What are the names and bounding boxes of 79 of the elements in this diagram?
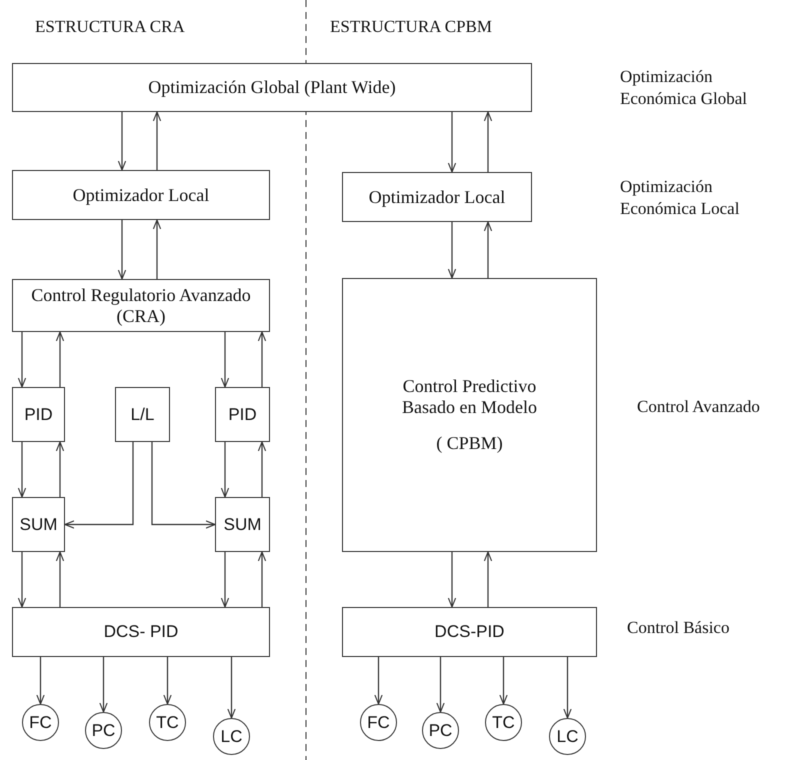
arrow bbox=[484, 551, 492, 607]
arrow bbox=[563, 657, 572, 719]
level-label: Optimización Económica Global bbox=[620, 66, 748, 110]
arrow bbox=[499, 657, 508, 705]
process-box bbox=[342, 278, 597, 552]
node-text: PC bbox=[92, 720, 116, 740]
arrow bbox=[258, 551, 266, 607]
node-text: Control Predictivo Basado en Modelo bbox=[401, 376, 538, 418]
node-text: DCS-PID bbox=[434, 622, 504, 642]
arrow bbox=[258, 441, 266, 497]
arrow bbox=[36, 657, 45, 705]
arrow bbox=[18, 442, 26, 498]
arrow bbox=[56, 551, 64, 607]
arrow bbox=[56, 441, 64, 497]
node-text: PC bbox=[428, 720, 452, 740]
node-text: L/L bbox=[130, 404, 154, 424]
node-text: Optimizador Local bbox=[368, 186, 506, 208]
arrow bbox=[374, 657, 383, 705]
node-text: SUM bbox=[20, 514, 58, 534]
arrow bbox=[227, 657, 236, 719]
arrow bbox=[448, 222, 456, 279]
column-heading: ESTRUCTURA CPBM bbox=[330, 16, 494, 38]
node-text: LC bbox=[556, 726, 578, 746]
process-box bbox=[12, 387, 65, 442]
node-text: FC bbox=[367, 712, 390, 732]
arrow bbox=[18, 332, 26, 388]
process-box bbox=[12, 607, 270, 657]
process-box bbox=[342, 172, 532, 222]
instrument-circle bbox=[422, 712, 459, 749]
arrow bbox=[64, 442, 134, 529]
arrow bbox=[448, 112, 456, 173]
arrow bbox=[220, 442, 230, 498]
node-text: TC bbox=[156, 712, 179, 732]
arrow bbox=[152, 111, 162, 170]
arrow bbox=[118, 112, 126, 171]
level-label: Control Básico bbox=[627, 617, 730, 639]
arrow bbox=[99, 657, 108, 713]
arrow bbox=[56, 331, 64, 387]
arrow bbox=[163, 657, 172, 705]
arrow bbox=[151, 442, 216, 529]
arrow bbox=[484, 111, 492, 172]
arrow bbox=[436, 657, 445, 713]
instrument-circle bbox=[149, 704, 186, 741]
arrow bbox=[484, 221, 492, 278]
node-text: DCS- PID bbox=[104, 622, 178, 642]
level-label: Optimización Económica Local bbox=[620, 176, 740, 220]
instrument-circle bbox=[85, 712, 122, 749]
arrow bbox=[220, 552, 230, 608]
instrument-circle bbox=[360, 704, 397, 741]
arrow bbox=[258, 331, 266, 387]
instrument-circle bbox=[213, 718, 250, 755]
instrument-circle bbox=[22, 704, 59, 741]
node-text: FC bbox=[29, 712, 52, 732]
process-box bbox=[115, 387, 170, 442]
instrument-circle bbox=[549, 718, 586, 755]
node-text: LC bbox=[220, 726, 242, 746]
node-text: Optimización Global (Plant Wide) bbox=[148, 77, 396, 98]
node-text: PID bbox=[228, 404, 257, 424]
instrument-circle bbox=[485, 704, 522, 741]
level-label: Control Avanzado bbox=[637, 396, 761, 418]
process-box bbox=[342, 607, 597, 657]
arrow bbox=[220, 332, 230, 388]
process-box bbox=[12, 279, 270, 332]
node-text: TC bbox=[492, 712, 515, 732]
arrow bbox=[448, 552, 456, 608]
process-box bbox=[215, 387, 270, 442]
node-text: Control Regulatorio Avanzado (CRA) bbox=[30, 284, 252, 326]
process-box bbox=[12, 63, 532, 112]
process-box bbox=[215, 497, 270, 552]
process-box bbox=[12, 170, 270, 220]
node-text: SUM bbox=[224, 514, 262, 534]
node-text: ( CPBM) bbox=[436, 433, 503, 454]
node-text: Optimizador Local bbox=[72, 184, 210, 206]
arrow bbox=[18, 552, 26, 608]
process-box bbox=[12, 497, 65, 552]
column-heading: ESTRUCTURA CRA bbox=[35, 16, 186, 38]
arrow bbox=[152, 219, 162, 279]
node-text: PID bbox=[24, 404, 53, 424]
arrow bbox=[118, 220, 126, 280]
